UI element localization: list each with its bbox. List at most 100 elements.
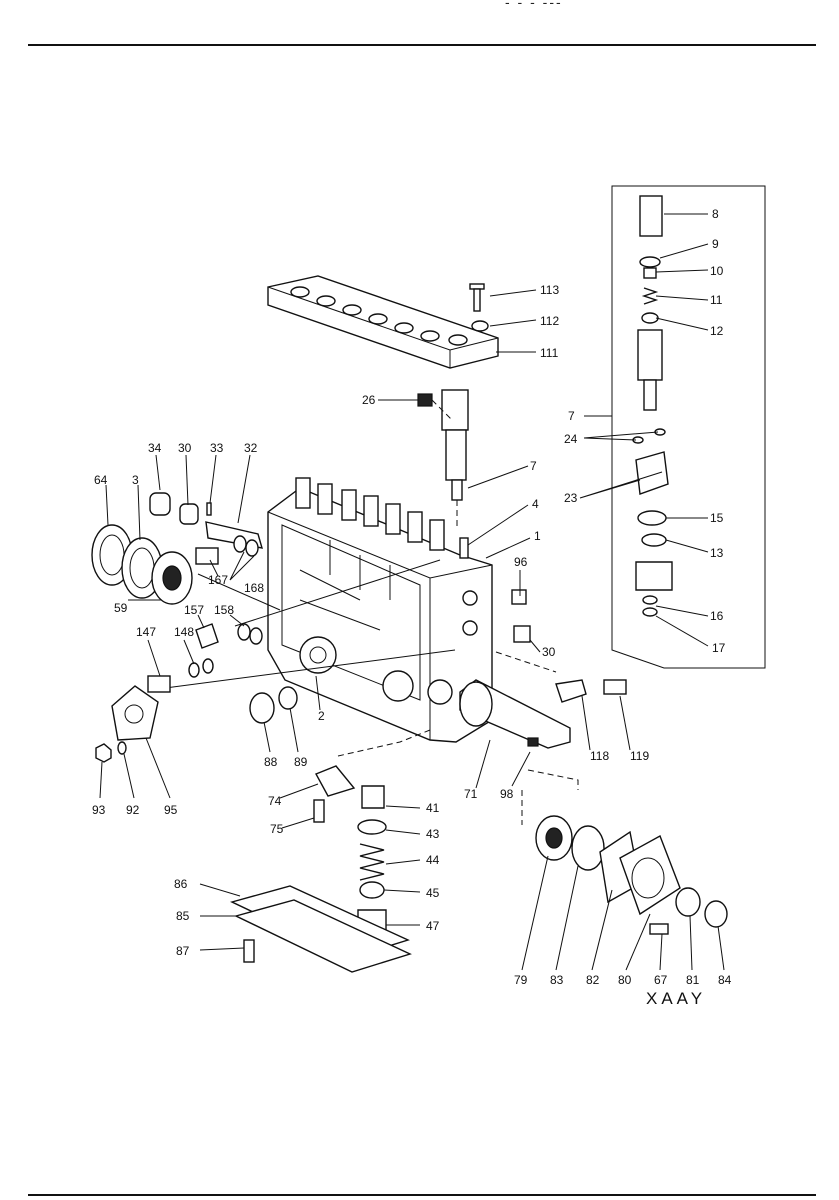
part-labels: 113 112 111 26 7 4 1 96 30 34 30 33 32 6… (92, 207, 732, 987)
label-113: 113 (540, 283, 559, 297)
label-89: 89 (294, 755, 308, 769)
seat-43 (357, 819, 387, 835)
label-44: 44 (426, 853, 440, 867)
label-79: 79 (514, 973, 528, 987)
inset-frame (611, 185, 766, 669)
element-row (295, 477, 445, 551)
screw-75 (313, 799, 325, 823)
label-96: 96 (514, 555, 528, 569)
label-147: 147 (136, 625, 156, 639)
bolt-119 (603, 679, 627, 695)
label-inset-10: 10 (710, 264, 724, 278)
label-81: 81 (686, 973, 700, 987)
cover-80 (619, 835, 681, 916)
label-inset-17: 17 (712, 641, 726, 655)
label-86: 86 (174, 877, 188, 891)
header-rule (28, 44, 816, 46)
bottom-cover-85 (234, 899, 412, 973)
label-2: 2 (318, 709, 325, 723)
label-148: 148 (174, 625, 194, 639)
label-47: 47 (426, 919, 440, 933)
seal-81 (675, 887, 701, 917)
cap-30 (179, 503, 199, 525)
label-33: 33 (210, 441, 224, 455)
label-112: 112 (540, 314, 559, 328)
drawing-code: XAAY (646, 989, 706, 1008)
label-83: 83 (550, 973, 564, 987)
label-inset-16: 16 (710, 609, 724, 623)
label-158: 158 (214, 603, 234, 617)
washer-92 (117, 741, 127, 755)
spring-44 (359, 843, 385, 881)
label-92: 92 (126, 803, 140, 817)
oring-89 (278, 686, 298, 710)
oring-83 (571, 825, 605, 871)
washer-112 (471, 320, 489, 332)
label-32: 32 (244, 441, 258, 455)
label-88: 88 (264, 755, 278, 769)
guide-41 (361, 785, 385, 809)
label-118: 118 (590, 749, 609, 763)
label-inset-15: 15 (710, 511, 724, 525)
nut-93 (95, 743, 112, 763)
label-98: 98 (500, 787, 514, 801)
label-41: 41 (426, 801, 440, 815)
label-1: 1 (534, 529, 541, 543)
label-85: 85 (176, 909, 190, 923)
bolt-147 (147, 675, 171, 693)
label-80: 80 (618, 973, 632, 987)
label-inset-7: 7 (568, 409, 575, 423)
label-30: 30 (178, 441, 192, 455)
cover-plate-111 (267, 275, 499, 369)
label-64: 64 (94, 473, 108, 487)
bracket-118 (555, 679, 587, 703)
label-87: 87 (176, 944, 190, 958)
label-inset-11: 11 (710, 293, 723, 307)
nut-26 (417, 393, 433, 407)
label-inset-12: 12 (710, 324, 724, 338)
nut-84 (704, 900, 728, 928)
header-fragment: - - - --- (505, 0, 563, 10)
label-45: 45 (426, 886, 440, 900)
label-7: 7 (530, 459, 537, 473)
label-167: 167 (208, 573, 228, 587)
plug-34 (149, 492, 171, 516)
leader-lines (99, 213, 725, 971)
label-74: 74 (268, 794, 282, 808)
plate-95 (111, 685, 159, 741)
washer-168 (233, 535, 247, 553)
label-82: 82 (586, 973, 600, 987)
label-43: 43 (426, 827, 440, 841)
label-119: 119 (630, 749, 649, 763)
label-30b: 30 (542, 645, 556, 659)
screw-87 (243, 939, 255, 963)
label-inset-8: 8 (712, 207, 719, 221)
footer-rule (28, 1194, 816, 1196)
label-inset-13: 13 (710, 546, 724, 560)
label-34: 34 (148, 441, 162, 455)
label-95: 95 (164, 803, 178, 817)
label-26: 26 (362, 393, 376, 407)
adjust-157 (195, 623, 219, 649)
label-3: 3 (132, 473, 139, 487)
key-98 (527, 737, 539, 747)
label-59: 59 (114, 601, 128, 615)
label-157: 157 (184, 603, 204, 617)
label-67: 67 (654, 973, 668, 987)
screw-67 (649, 923, 669, 935)
label-inset-24: 24 (564, 432, 578, 446)
label-71: 71 (464, 787, 478, 801)
stud-4 (459, 537, 469, 559)
label-168: 168 (244, 581, 264, 595)
washer-148 (188, 662, 200, 678)
label-inset-23: 23 (564, 491, 578, 505)
pump-housing (267, 487, 493, 743)
pin-33 (206, 502, 212, 516)
washer-158 (237, 623, 251, 641)
label-93: 93 (92, 803, 106, 817)
plug-88 (249, 692, 275, 724)
tappet-74 (315, 765, 356, 797)
delivery-valve-7 (441, 389, 469, 501)
label-4: 4 (532, 497, 539, 511)
